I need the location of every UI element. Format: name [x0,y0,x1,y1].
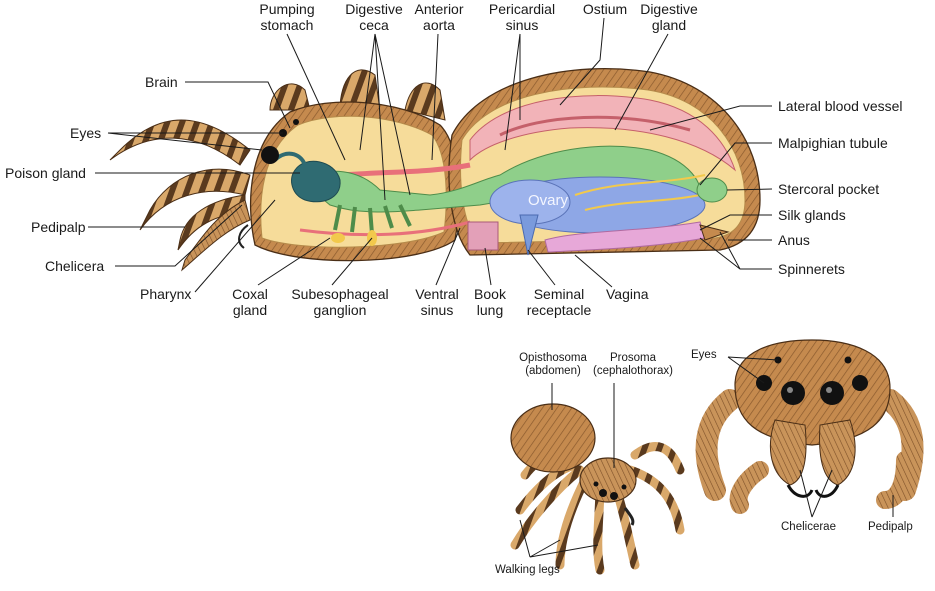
label-pedipalp-face: Pedipalp [868,521,913,533]
label-digestive-ceca: Digestive ceca [345,1,403,33]
label-chelicera: Chelicera [45,258,105,274]
label-prosoma: Prosoma (cephalothorax) [593,352,673,377]
label-digestive-gland: Digestive gland [640,1,698,33]
spider-habitus-icon [510,403,685,575]
spider-face-icon [695,339,924,514]
label-ventral-sinus: Ventral sinus [415,286,459,318]
label-lateral-blood-vessel: Lateral blood vessel [778,98,903,114]
label-eyes-section: Eyes [70,125,102,141]
label-stercoral-pocket: Stercoral pocket [778,181,880,197]
label-spinnerets: Spinnerets [778,261,845,277]
label-pumping-stomach: Pumping stomach [259,1,315,33]
label-ostium: Ostium [582,1,628,17]
label-coxal-gland: Coxal gland [232,286,268,318]
label-brain: Brain [145,74,178,90]
label-anus: Anus [778,232,810,248]
leader-lines [88,17,894,558]
label-book-lung: Book lung [474,286,506,318]
label-ovary: Ovary [528,192,569,209]
label-eyes-face: Eyes [691,349,717,361]
label-pharynx: Pharynx [140,286,192,302]
label-vagina: Vagina [606,286,649,302]
label-walking-legs: Walking legs [495,564,560,576]
label-opisthosoma: Opisthosoma (abdomen) [519,352,587,377]
label-pericardial-sinus: Pericardial sinus [488,1,556,33]
label-chelicerae: Chelicerae [781,521,836,533]
label-malpighian-tubule: Malpighian tubule [778,135,888,151]
label-pedipalp-section: Pedipalp [31,219,86,235]
spider-cross-section-icon [109,67,761,272]
label-subesophageal-ganglion: Subesophageal ganglion [291,286,389,318]
label-seminal-receptacle: Seminal receptacle [526,286,592,318]
label-poison-gland: Poison gland [5,165,86,181]
label-anterior-aorta: Anterior aorta [414,1,464,33]
label-silk-glands: Silk glands [778,207,846,223]
